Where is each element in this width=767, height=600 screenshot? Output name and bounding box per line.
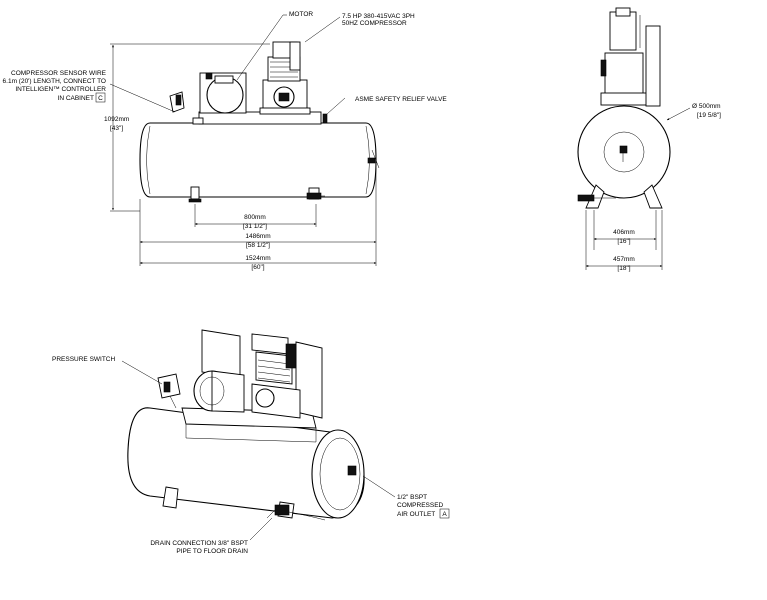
outlet-label-line2: COMPRESSED xyxy=(397,502,444,509)
drain-label-line2: PIPE TO FLOOR DRAIN xyxy=(176,548,248,555)
spec-label-line1: 7.5 HP 380-415VAC 3PH xyxy=(342,13,415,20)
sensor-ref-letter: C xyxy=(98,95,103,102)
overall-mm-label: 1524mm xyxy=(245,255,270,262)
height-mm-label: 1092mm xyxy=(104,116,129,123)
base-inner-in-label: [16"] xyxy=(617,238,630,245)
diameter-in-label: [19 5/8"] xyxy=(697,112,721,119)
tank-in-label: [58 1/2"] xyxy=(246,242,270,249)
overall-in-label: [60"] xyxy=(251,264,264,271)
diameter-mm-label: Ø 500mm xyxy=(692,103,721,110)
outlet-ref-letter: A xyxy=(442,511,447,518)
spec-label-line2: 50HZ COMPRESSOR xyxy=(342,20,407,27)
sensor-ref-box xyxy=(95,92,106,103)
feet-mm-label: 800mm xyxy=(244,214,266,221)
sensor-label-line3: INTELLIGEN™ CONTROLLER xyxy=(15,86,106,93)
base-inner-mm-label: 406mm xyxy=(613,229,635,236)
sensor-label-line1: COMPRESSOR SENSOR WIRE xyxy=(11,70,107,77)
side-view xyxy=(577,7,691,270)
front-view xyxy=(109,14,380,266)
height-in-label: [43"] xyxy=(110,125,123,132)
base-outer-in-label: [18"] xyxy=(617,265,630,272)
base-outer-mm-label: 457mm xyxy=(613,256,635,263)
feet-in-label: [31 1/2"] xyxy=(243,223,267,230)
sensor-label-line4: IN CABINET xyxy=(58,95,95,102)
drain-label-line1: DRAIN CONNECTION 3/8" BSPT xyxy=(150,540,248,547)
relief-valve-label: ASME SAFETY RELIEF VALVE xyxy=(355,96,447,103)
outlet-label-line3: AIR OUTLET xyxy=(397,511,435,518)
outlet-label-line1: 1/2" BSPT xyxy=(397,494,427,501)
motor-label: MOTOR xyxy=(289,11,313,18)
outlet-ref-box xyxy=(439,508,450,519)
iso-view xyxy=(121,329,396,541)
sensor-label-line2: 6.1m (20') LENGTH, CONNECT TO xyxy=(3,78,106,85)
tank-mm-label: 1486mm xyxy=(245,233,270,240)
pressure-switch-label: PRESSURE SWITCH xyxy=(52,356,116,363)
